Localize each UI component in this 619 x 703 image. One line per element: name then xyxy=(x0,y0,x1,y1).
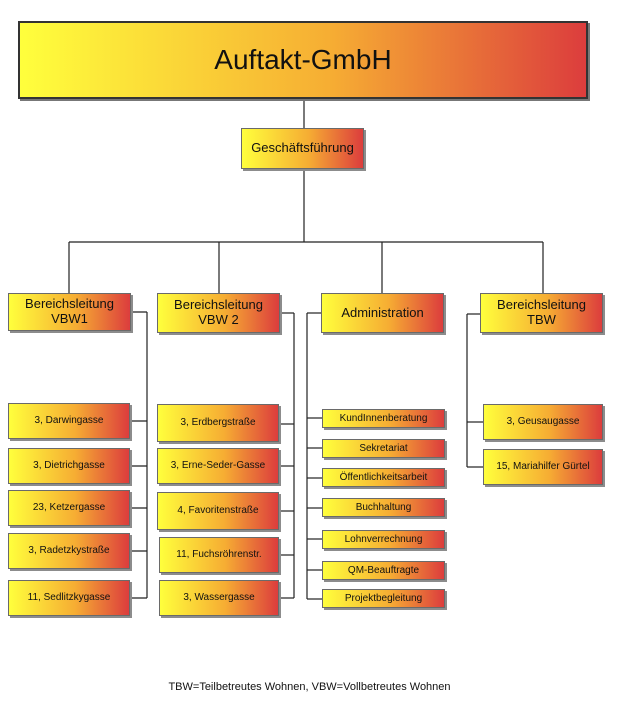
division-title: Bereichsleitung VBW1 xyxy=(25,296,114,326)
unit-label: 11, Sedlitzkygasse xyxy=(27,592,111,604)
unit-label: Projektbegleitung xyxy=(344,592,423,604)
unit-label: 4, Favoritenstraße xyxy=(177,505,259,517)
division-title: Bereichsleitung VBW 2 xyxy=(174,297,263,327)
unit-label: 11, Fuchsröhrenstr. xyxy=(176,549,262,561)
unit-box: 23, Ketzergasse xyxy=(8,490,130,526)
unit-box: 3, Radetzkystraße xyxy=(8,533,130,569)
admin-unit-box: Buchhaltung xyxy=(322,498,445,517)
unit-box: 15, Mariahilfer Gürtel xyxy=(483,449,603,485)
division-box-vbw1: Bereichsleitung VBW1 xyxy=(8,293,131,331)
unit-box: 4, Favoritenstraße xyxy=(157,492,279,530)
division-title: Bereichsleitung TBW xyxy=(497,297,586,327)
admin-unit-box: Projektbegleitung xyxy=(322,589,445,608)
admin-unit-box: KundInnenberatung xyxy=(322,409,445,428)
division-box-tbw: Bereichsleitung TBW xyxy=(480,293,603,333)
management-label: Geschäftsführung xyxy=(251,140,354,156)
unit-box: 3, Dietrichgasse xyxy=(8,448,130,484)
unit-label: 3, Erdbergstraße xyxy=(180,417,256,429)
unit-label: 3, Wassergasse xyxy=(183,592,255,604)
admin-unit-box: Sekretariat xyxy=(322,439,445,458)
unit-box: 3, Geusaugasse xyxy=(483,404,603,440)
unit-label: 23, Ketzergasse xyxy=(32,502,106,514)
company-box: Auftakt-GmbH xyxy=(18,21,588,99)
unit-box: 3, Wassergasse xyxy=(159,580,279,616)
unit-label: 3, Radetzkystraße xyxy=(28,545,110,557)
management-box: Geschäftsführung xyxy=(241,128,364,169)
division-box-vbw2: Bereichsleitung VBW 2 xyxy=(157,293,280,333)
division-title: Administration xyxy=(341,304,424,320)
unit-box: 3, Darwingasse xyxy=(8,403,130,439)
admin-unit-box: Lohnverrechnung xyxy=(322,530,445,549)
company-name: Auftakt-GmbH xyxy=(214,43,392,75)
unit-label: KundInnenberatung xyxy=(339,412,428,424)
unit-label: 3, Geusaugasse xyxy=(506,416,580,428)
unit-label: Lohnverrechnung xyxy=(344,533,423,545)
unit-box: 3, Erdbergstraße xyxy=(157,404,279,442)
unit-label: QM-Beauftragte xyxy=(347,564,420,576)
unit-box: 3, Erne-Seder-Gasse xyxy=(157,448,279,484)
unit-label: 3, Erne-Seder-Gasse xyxy=(170,460,266,472)
admin-unit-box: Öffentlichkeitsarbeit xyxy=(322,468,445,487)
unit-box: 11, Fuchsröhrenstr. xyxy=(159,537,279,573)
unit-label: 3, Dietrichgasse xyxy=(33,460,105,472)
unit-label: 3, Darwingasse xyxy=(34,415,104,427)
unit-label: Öffentlichkeitsarbeit xyxy=(339,471,428,483)
unit-label: 15, Mariahilfer Gürtel xyxy=(496,461,590,473)
admin-unit-box: QM-Beauftragte xyxy=(322,561,445,580)
unit-label: Sekretariat xyxy=(359,442,408,454)
division-box-administration: Administration xyxy=(321,293,444,333)
unit-box: 11, Sedlitzkygasse xyxy=(8,580,130,616)
unit-label: Buchhaltung xyxy=(355,501,412,513)
legend-footnote: TBW=Teilbetreutes Wohnen, VBW=Vollbetreu… xyxy=(168,681,451,693)
